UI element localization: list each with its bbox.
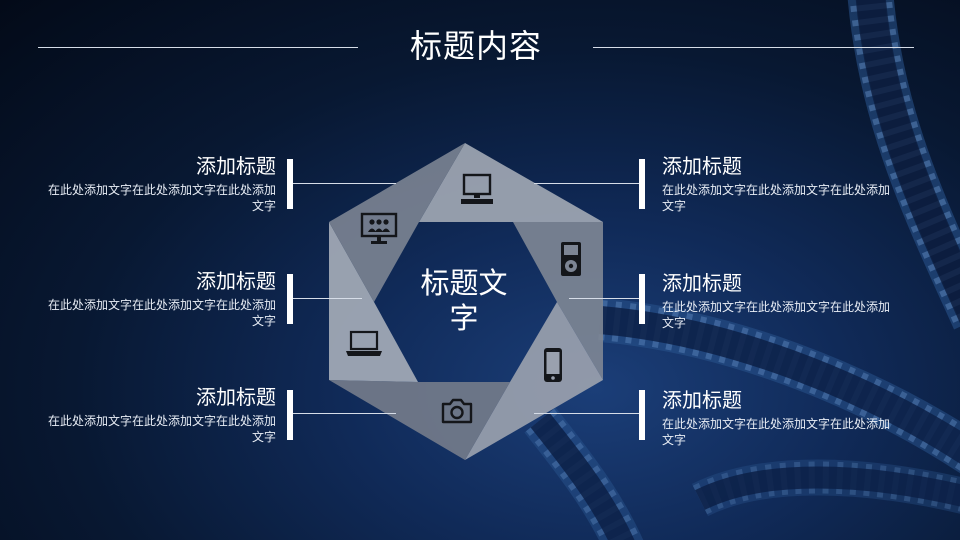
left-item-1: 添加标题 在此处添加文字在此处添加文字在此处添加文字 <box>40 153 276 214</box>
left-item-1-connector <box>293 183 396 184</box>
hex-segment-bottom-right <box>465 302 603 460</box>
left-item-2-connector <box>293 298 362 299</box>
right-item-3-desc: 在此处添加文字在此处添加文字在此处添加文字 <box>662 417 891 447</box>
camera-icon <box>441 398 473 424</box>
right-item-2-connector <box>569 298 639 299</box>
left-item-3-bar <box>287 390 293 440</box>
left-item-2-bar <box>287 274 293 324</box>
slide-title: 标题内容 <box>409 27 542 65</box>
right-item-3-connector <box>534 413 639 414</box>
left-item-2-title: 添加标题 <box>196 269 276 293</box>
left-item-1-bar <box>287 159 293 209</box>
right-item-1-desc: 在此处添加文字在此处添加文字在此处添加文字 <box>662 183 891 213</box>
smartphone-icon <box>544 348 562 382</box>
left-item-1-desc: 在此处添加文字在此处添加文字在此处添加文字 <box>47 183 276 213</box>
right-item-3-bar <box>639 390 645 440</box>
right-item-2-desc: 在此处添加文字在此处添加文字在此处添加文字 <box>662 300 891 330</box>
laptop-icon <box>346 330 382 356</box>
presentation-board-icon <box>360 212 398 244</box>
left-item-2-desc: 在此处添加文字在此处添加文字在此处添加文字 <box>47 298 276 328</box>
left-item-2: 添加标题 在此处添加文字在此处添加文字在此处添加文字 <box>40 268 276 329</box>
title-divider-left <box>38 47 358 48</box>
center-title: 标题文字 <box>420 266 508 335</box>
right-item-3: 添加标题 在此处添加文字在此处添加文字在此处添加文字 <box>662 387 898 448</box>
right-item-2-bar <box>639 274 645 324</box>
right-item-1-title: 添加标题 <box>662 154 742 178</box>
right-item-2: 添加标题 在此处添加文字在此处添加文字在此处添加文字 <box>662 270 898 331</box>
left-item-3-desc: 在此处添加文字在此处添加文字在此处添加文字 <box>47 414 276 444</box>
left-item-1-title: 添加标题 <box>196 154 276 178</box>
right-item-1-bar <box>639 159 645 209</box>
left-item-3: 添加标题 在此处添加文字在此处添加文字在此处添加文字 <box>40 384 276 445</box>
desktop-computer-icon <box>461 173 493 204</box>
media-player-icon <box>561 242 581 276</box>
right-item-1-connector <box>534 183 639 184</box>
title-divider-right <box>593 47 914 48</box>
right-item-1: 添加标题 在此处添加文字在此处添加文字在此处添加文字 <box>662 153 898 214</box>
right-item-2-title: 添加标题 <box>662 271 742 295</box>
left-item-3-title: 添加标题 <box>196 385 276 409</box>
hex-segment-bottom-left <box>329 380 510 460</box>
left-item-3-connector <box>293 413 396 414</box>
right-item-3-title: 添加标题 <box>662 388 742 412</box>
